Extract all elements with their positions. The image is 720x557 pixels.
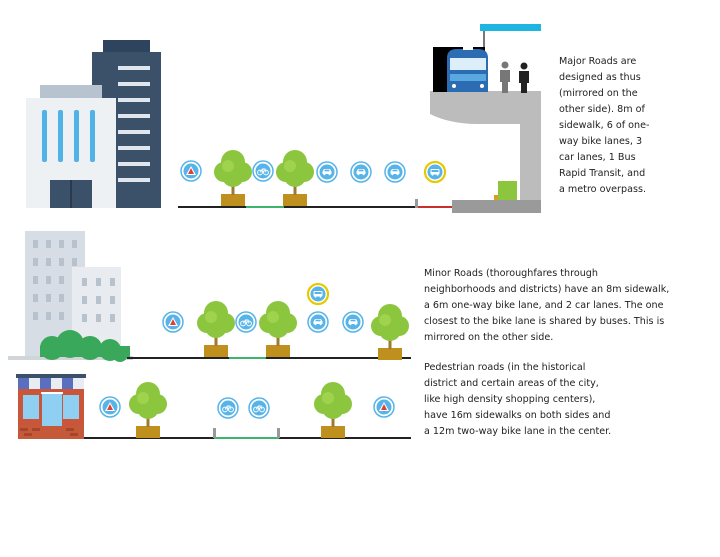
bicycle-icon: [248, 397, 270, 419]
major-road-description: Major Roads are designed as thus (mirror…: [559, 56, 650, 195]
pedestrian-icon: [373, 396, 395, 418]
bike-lane-marker-left: [213, 428, 216, 438]
bus-icon: [306, 282, 330, 306]
car-icon: [350, 161, 372, 183]
bus-icon: [423, 160, 447, 184]
pedestrian-icon: [180, 160, 202, 182]
car-icon: [384, 161, 406, 183]
minor-road-description: Minor Roads (thoroughfares through neigh…: [424, 268, 670, 343]
minor-tree-3: [371, 304, 409, 360]
person-icon: [519, 62, 529, 93]
major-road-section: [26, 24, 541, 213]
pedestrian-icon: [99, 396, 121, 418]
pedestrian-icon: [162, 311, 184, 333]
pedestrian-road-description: Pedestrian roads (in the historical dist…: [424, 362, 612, 437]
apartment-building: [8, 231, 133, 362]
metro-overpass: [430, 24, 541, 213]
person-icon: [500, 61, 510, 93]
car-icon: [342, 311, 364, 333]
bike-lane-marker-right: [277, 428, 280, 438]
major-tree-1: [214, 150, 252, 206]
major-lane-divider: [415, 199, 418, 208]
minor-tree-1: [197, 301, 235, 357]
shop-building: [16, 374, 86, 439]
metro-train-icon: [433, 46, 488, 92]
car-icon: [316, 161, 338, 183]
minor-road-section: [8, 231, 411, 362]
bicycle-icon: [217, 397, 239, 419]
major-tree-2: [276, 150, 314, 206]
pedestrian-tree-2: [314, 382, 352, 438]
bicycle-icon: [235, 311, 257, 333]
pedestrian-tree-1: [129, 382, 167, 438]
car-icon: [307, 311, 329, 333]
office-building-light: [26, 85, 116, 208]
minor-tree-2: [259, 301, 297, 357]
bicycle-icon: [252, 160, 274, 182]
pedestrian-road-section: [16, 374, 411, 439]
